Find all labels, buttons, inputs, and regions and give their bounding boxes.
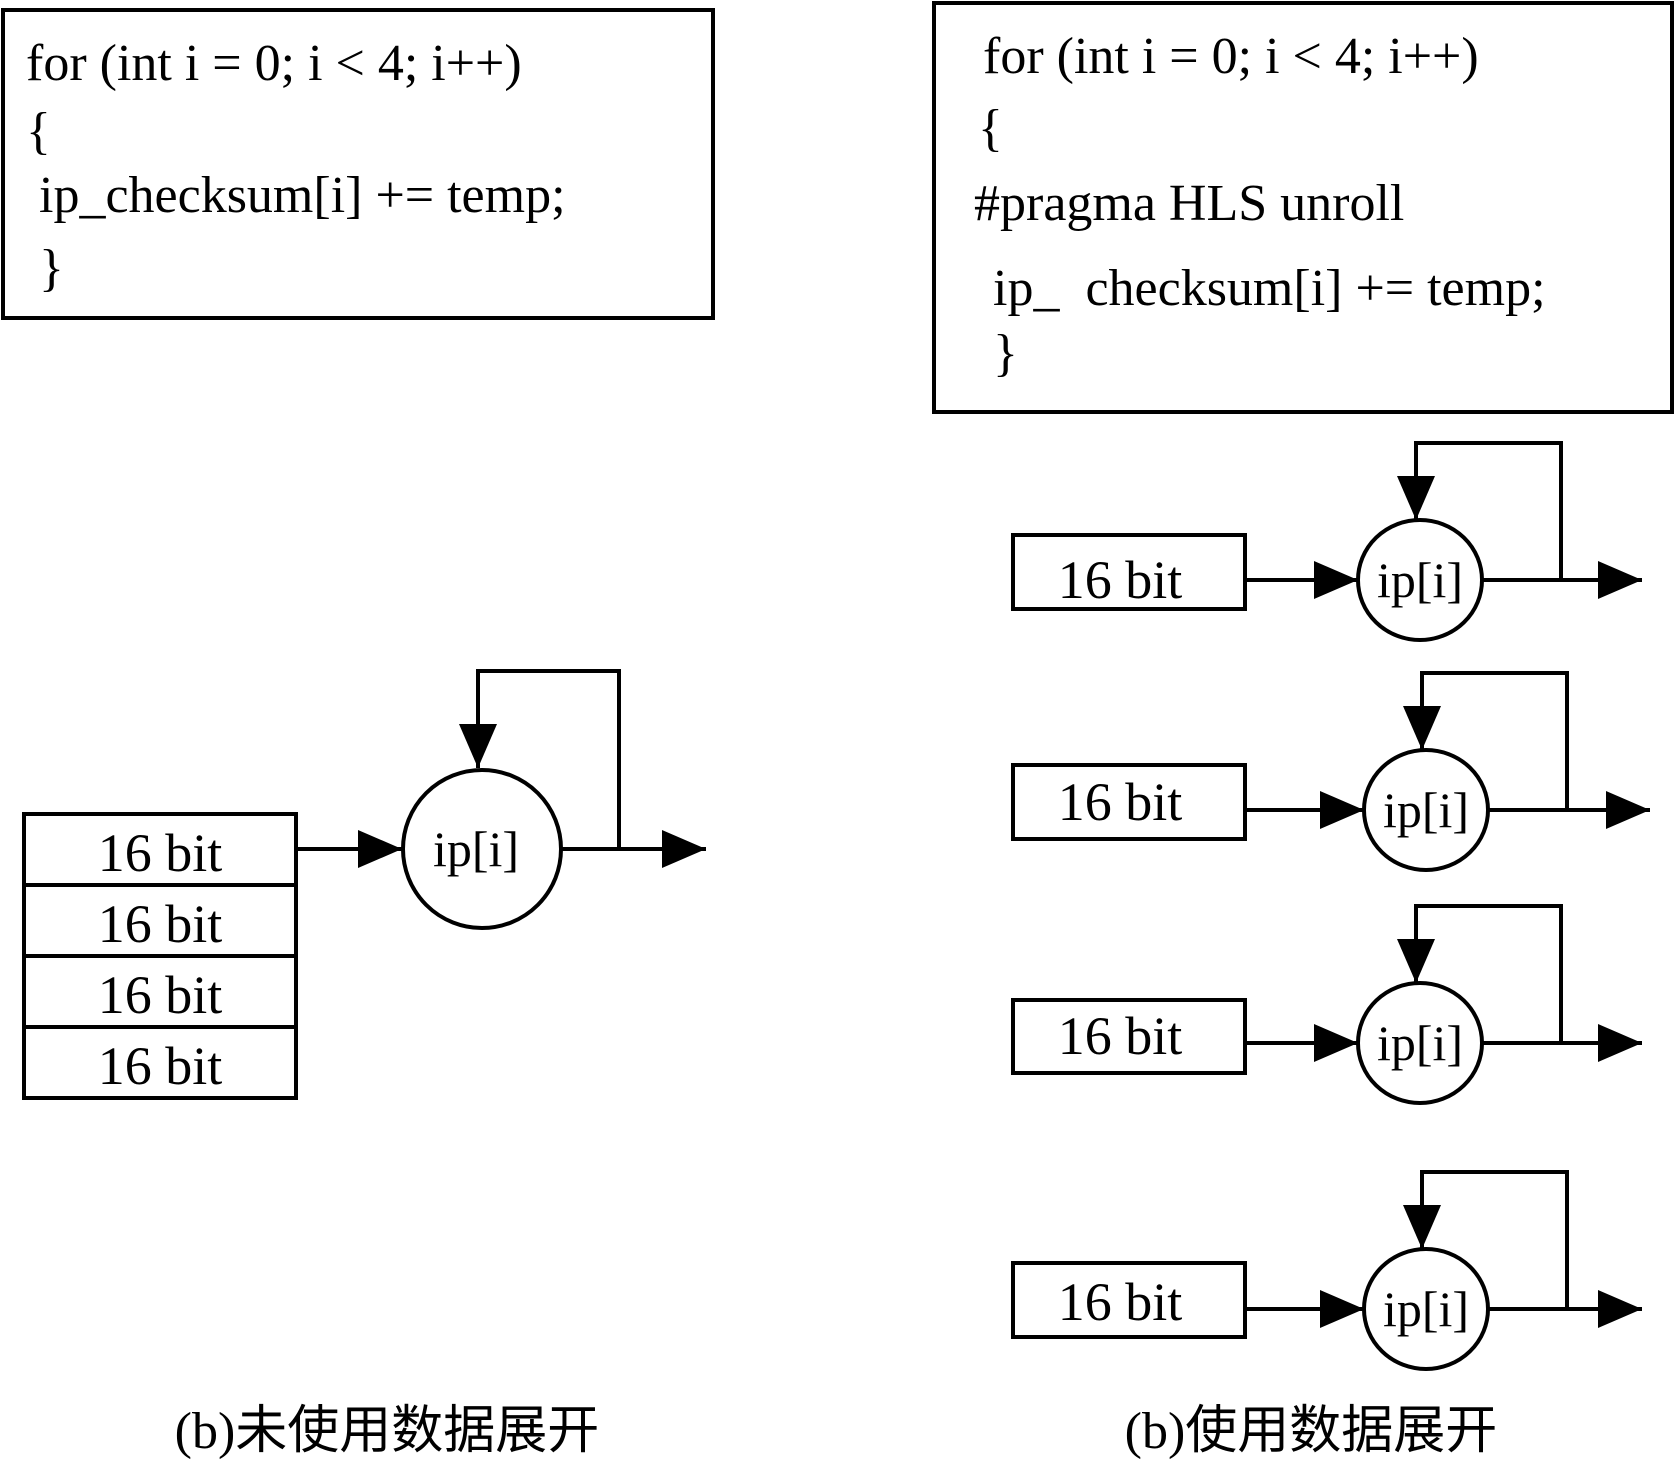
lane-2-node-label: ip[i] — [1383, 782, 1469, 838]
right-code-line-3: #pragma HLS unroll — [974, 175, 1404, 232]
right-code-line-4: ip_ checksum[i] += temp; — [980, 260, 1546, 317]
lane-3-register-label: 16 bit — [1058, 1006, 1183, 1066]
lane-1-register — [1011, 533, 1247, 611]
unrolled-lane-2: 16 bit ip[i] — [1011, 671, 1650, 872]
lane-4-register-label: 16 bit — [1058, 1272, 1183, 1332]
lane-4-register — [1011, 1261, 1247, 1339]
left-register-label-4: 16 bit — [98, 1036, 223, 1096]
unrolled-lane-1: 16 bit ip[i] — [1011, 441, 1642, 642]
right-caption: (b)使用数据展开 — [1125, 1403, 1498, 1460]
right-panel: for (int i = 0; i < 4; i++) { #pragma HL… — [932, 1, 1674, 1460]
left-register-stack: 16 bit 16 bit 16 bit 16 bit — [22, 812, 298, 1100]
lane-1-register-label: 16 bit — [1058, 550, 1183, 610]
right-code-line-5: } — [980, 325, 1018, 382]
left-register-cell-4 — [22, 1025, 298, 1100]
right-code-line-2: { — [978, 100, 1003, 157]
left-code-line-4: } — [26, 240, 64, 297]
unrolled-lane-3: 16 bit ip[i] — [1011, 904, 1642, 1105]
left-register-label-1: 16 bit — [98, 823, 223, 883]
unrolled-lane-4: 16 bit ip[i] — [1011, 1170, 1642, 1371]
left-node-label: ip[i] — [433, 821, 519, 877]
left-code-line-3: ip_checksum[i] += temp; — [26, 167, 566, 224]
left-accumulator-node — [401, 768, 563, 930]
lane-2-register-label: 16 bit — [1058, 772, 1183, 832]
right-code-box: for (int i = 0; i < 4; i++) { #pragma HL… — [932, 1, 1674, 414]
left-code-box-frame — [1, 8, 715, 320]
lane-3-register — [1011, 998, 1247, 1075]
left-caption: (b)未使用数据展开 — [175, 1403, 600, 1460]
left-code-line-1: for (int i = 0; i < 4; i++) — [26, 35, 522, 92]
left-code-line-2: { — [26, 103, 51, 160]
lane-2-register — [1011, 763, 1247, 841]
left-panel: for (int i = 0; i < 4; i++) { ip_checksu… — [1, 8, 715, 1460]
lane-3-node-label: ip[i] — [1377, 1015, 1463, 1071]
right-code-line-1: for (int i = 0; i < 4; i++) — [983, 28, 1479, 85]
lane-4-node-label: ip[i] — [1383, 1281, 1469, 1337]
left-register-label-2: 16 bit — [98, 894, 223, 954]
left-code-box: for (int i = 0; i < 4; i++) { ip_checksu… — [1, 8, 715, 320]
lane-1-node-label: ip[i] — [1377, 552, 1463, 608]
right-code-box-frame — [932, 1, 1674, 414]
left-register-label-3: 16 bit — [98, 965, 223, 1025]
